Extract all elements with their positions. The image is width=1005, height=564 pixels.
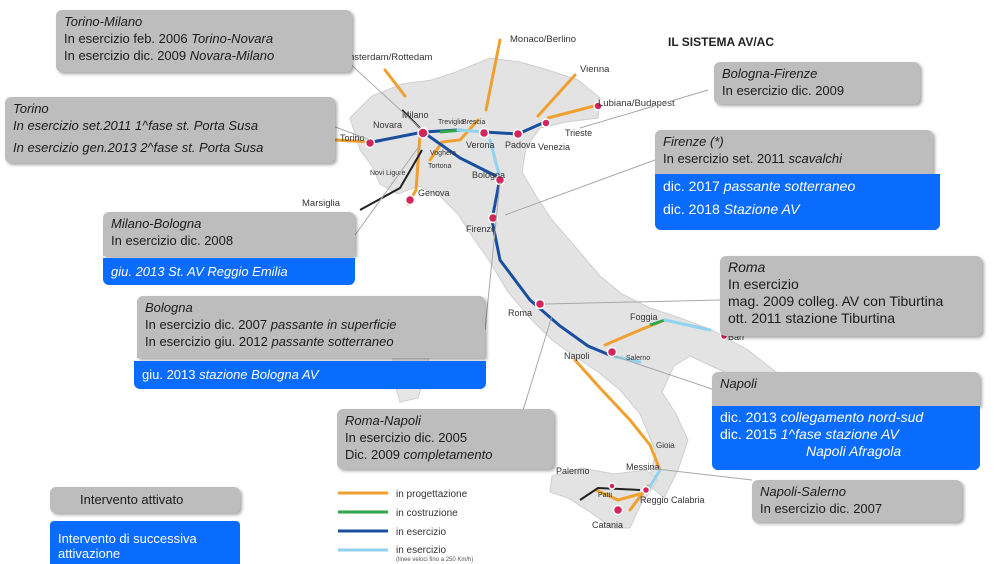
city-brescia: Brescia <box>462 119 485 126</box>
line-legend: in progettazione in costruzione in eserc… <box>338 489 473 563</box>
dest-vienna: Vienna <box>580 64 610 75</box>
callout-roma-napoli: Roma-Napoli In esercizio dic. 2005 Dic. … <box>337 409 554 469</box>
callout-napoli: Napoli <box>712 372 980 406</box>
callout-line: In esercizio dic. 2009 Novara-Milano <box>64 48 275 63</box>
city-milano: Milano <box>402 110 429 120</box>
callout-line: dic. 2015 1^fase stazione AV <box>720 426 899 442</box>
city-napoli: Napoli <box>564 351 590 361</box>
sicily <box>549 467 659 529</box>
city-reggio: Reggio Calabria <box>640 495 705 505</box>
callout-line: mag. 2009 colleg. AV con Tiburtina <box>728 293 944 309</box>
callout-milano-bologna-future: giu. 2013 St. AV Reggio Emilia <box>103 258 355 285</box>
callout-line: In esercizio <box>728 276 799 292</box>
city-messina: Messina <box>626 462 660 472</box>
city-palermo: Palermo <box>556 466 590 476</box>
key-later: Intervento di successiva attivazione <box>50 521 240 564</box>
callout-title: Napoli <box>720 376 757 391</box>
legend-construction: in costruzione <box>396 508 458 519</box>
callout-napoli-salerno: Napoli-Salerno In esercizio dic. 2007 <box>752 480 962 522</box>
key-activated-label: Intervento attivato <box>80 492 184 507</box>
stations <box>364 101 729 516</box>
callout-title: Roma-Napoli <box>345 413 421 428</box>
city-treviglio: Treviglio <box>438 119 464 126</box>
city-patti: Patti <box>598 492 612 499</box>
city-venezia: Venezia <box>538 142 570 152</box>
city-roma: Roma <box>508 308 532 318</box>
callout-bologna-future: giu. 2013 stazione Bologna AV <box>134 361 486 389</box>
city-bologna: Bologna <box>472 170 505 180</box>
callout-title: Bologna-Firenze <box>722 66 818 81</box>
callout-torino: Torino In esercizio set.2011 1^fase st. … <box>5 97 335 163</box>
callout-line: In esercizio dic. 2008 <box>111 233 234 248</box>
city-bari: Bari <box>728 332 744 342</box>
callout-bologna-firenze: Bologna-Firenze In esercizio dic. 2009 <box>714 62 920 104</box>
callout-line: In esercizio dic. 2007 passante in super… <box>145 317 397 332</box>
callout-title: Firenze (*) <box>663 134 724 149</box>
city-catania: Catania <box>592 520 623 530</box>
callout-title: Roma <box>728 259 766 275</box>
city-firenze: Firenze <box>466 224 496 234</box>
city-salerno: Salerno <box>626 355 650 362</box>
callout-line: In esercizio dic. 2005 <box>345 430 468 445</box>
callout-line: dic. 2018 Stazione AV <box>663 201 800 217</box>
callout-line: dic. 2013 collegamento nord-sud <box>720 409 924 425</box>
callout-title: Napoli-Salerno <box>760 484 846 499</box>
callout-line: Dic. 2009 completamento <box>345 447 493 462</box>
callout-torino-milano: Torino-Milano In esercizio feb. 2006 Tor… <box>56 10 352 72</box>
callout-title: Torino-Milano <box>64 14 143 29</box>
city-tortona: Tortona <box>428 163 451 170</box>
city-verona: Verona <box>466 140 495 150</box>
callout-napoli-future: dic. 2013 collegamento nord-sud dic. 201… <box>712 406 980 470</box>
callout-line: In esercizio dic. 2009 <box>722 83 845 98</box>
callout-line: dic. 2017 passante sotterraneo <box>663 178 856 194</box>
dest-lubiana: Lubiana/Budapest <box>598 98 675 109</box>
callout-line: ott. 2011 stazione Tiburtina <box>728 310 896 326</box>
map-title: IL SISTEMA AV/AC <box>668 35 775 49</box>
city-torino: Torino <box>340 133 365 143</box>
dest-marsiglia: Marsiglia <box>302 198 341 209</box>
callout-line: In esercizio set.2011 1^fase st. Porta S… <box>13 118 259 133</box>
callout-firenze-future: dic. 2017 passante sotterraneo dic. 2018… <box>655 174 940 230</box>
callout-title: Torino <box>13 101 49 116</box>
italy-mainland <box>349 57 777 499</box>
callout-line: giu. 2013 stazione Bologna AV <box>142 367 319 382</box>
city-foggia: Foggia <box>630 312 658 322</box>
city-genova: Genova <box>418 188 450 198</box>
callout-roma: Roma In esercizio mag. 2009 colleg. AV c… <box>720 256 982 336</box>
city-trieste: Trieste <box>565 128 592 138</box>
callout-line: In esercizio set. 2011 scavalchi <box>663 151 842 166</box>
callout-firenze: Firenze (*) In esercizio set. 2011 scava… <box>655 130 933 174</box>
city-gioia: Gioia <box>656 441 675 450</box>
callout-milano-bologna: Milano-Bologna In esercizio dic. 2008 <box>103 212 355 256</box>
callout-title: Milano-Bologna <box>111 216 202 231</box>
callout-line: Napoli Afragola <box>806 443 902 459</box>
callout-line: In esercizio gen.2013 2^fase st. Porta S… <box>13 140 264 155</box>
city-novi: Novi Ligure <box>370 170 406 177</box>
callout-line: In esercizio dic. 2007 <box>760 501 883 516</box>
callout-title: Bologna <box>145 300 193 315</box>
city-voghera: Voghera <box>430 150 456 157</box>
city-novara: Novara <box>373 120 402 130</box>
callout-line: In esercizio feb. 2006 Torino-Novara <box>64 31 274 46</box>
legend-fast-note: (linee veloci fino a 250 Km/h) <box>396 557 473 563</box>
callout-bologna: Bologna In esercizio dic. 2007 passante … <box>137 296 485 358</box>
dest-monaco: Monaco/Berlino <box>510 34 576 45</box>
dest-rotterdam: Amsterdam/Rottedam <box>340 52 432 63</box>
city-padova: Padova <box>505 140 536 150</box>
key-later-label: Intervento di successiva attivazione <box>58 531 197 561</box>
callout-line: giu. 2013 St. AV Reggio Emilia <box>111 264 288 279</box>
legend-fast: in esercizio <box>396 545 446 556</box>
callout-line: In esercizio giu. 2012 passante sotterra… <box>145 334 394 349</box>
legend-planned: in progettazione <box>396 489 468 500</box>
key-activated: Intervento attivato <box>50 487 240 513</box>
callout-leaders <box>329 49 753 481</box>
legend-operating: in esercizio <box>396 527 446 538</box>
